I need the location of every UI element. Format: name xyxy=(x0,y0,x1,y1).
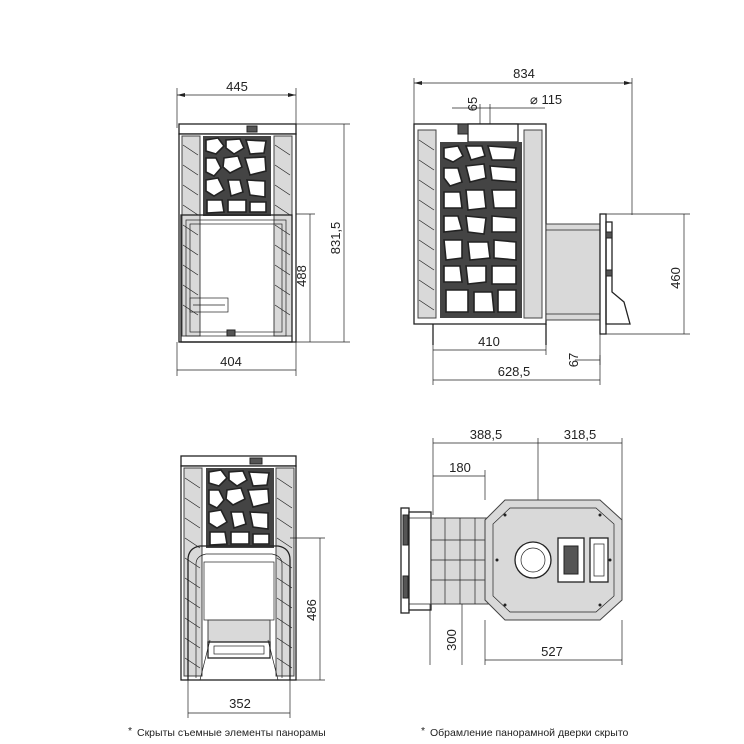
dim-488: 488 xyxy=(294,265,309,287)
dim-460: 460 xyxy=(668,267,683,289)
dim-527: 527 xyxy=(541,644,563,659)
dim-180: 180 xyxy=(449,460,471,475)
note-hidden-panorama: Скрыты съемные элементы панорамы xyxy=(137,727,326,739)
dim-628-5: 628,5 xyxy=(498,364,531,379)
dim-388-5: 388,5 xyxy=(470,427,503,442)
dim-410: 410 xyxy=(478,334,500,349)
note-frame-hidden: Обрамление панорамной дверки скрыто xyxy=(430,727,629,739)
dim-831-5: 831,5 xyxy=(328,222,343,255)
dim-diameter-115: ⌀ 115 xyxy=(530,92,562,107)
dim-318-5: 318,5 xyxy=(564,427,597,442)
front-view-closed: 445 404 488 831,5 xyxy=(176,79,350,376)
dim-834: 834 xyxy=(513,66,535,81)
dim-65: 65 xyxy=(465,97,480,111)
note-asterisk-2: * xyxy=(421,725,425,737)
dim-445: 445 xyxy=(226,79,248,94)
dim-67: 67 xyxy=(566,353,581,367)
note-asterisk-1: * xyxy=(128,725,132,737)
side-view: 834 65 ⌀ 115 460 410 628,5 67 xyxy=(413,66,690,385)
dim-486: 486 xyxy=(304,599,319,621)
dim-300: 300 xyxy=(444,629,459,651)
dim-352: 352 xyxy=(229,696,251,711)
top-view: 388,5 318,5 180 300 527 * Обрамление пан… xyxy=(400,427,629,739)
dim-404: 404 xyxy=(220,354,242,369)
front-view-open: 486 352 * Скрыты съемные элементы панора… xyxy=(128,455,326,739)
